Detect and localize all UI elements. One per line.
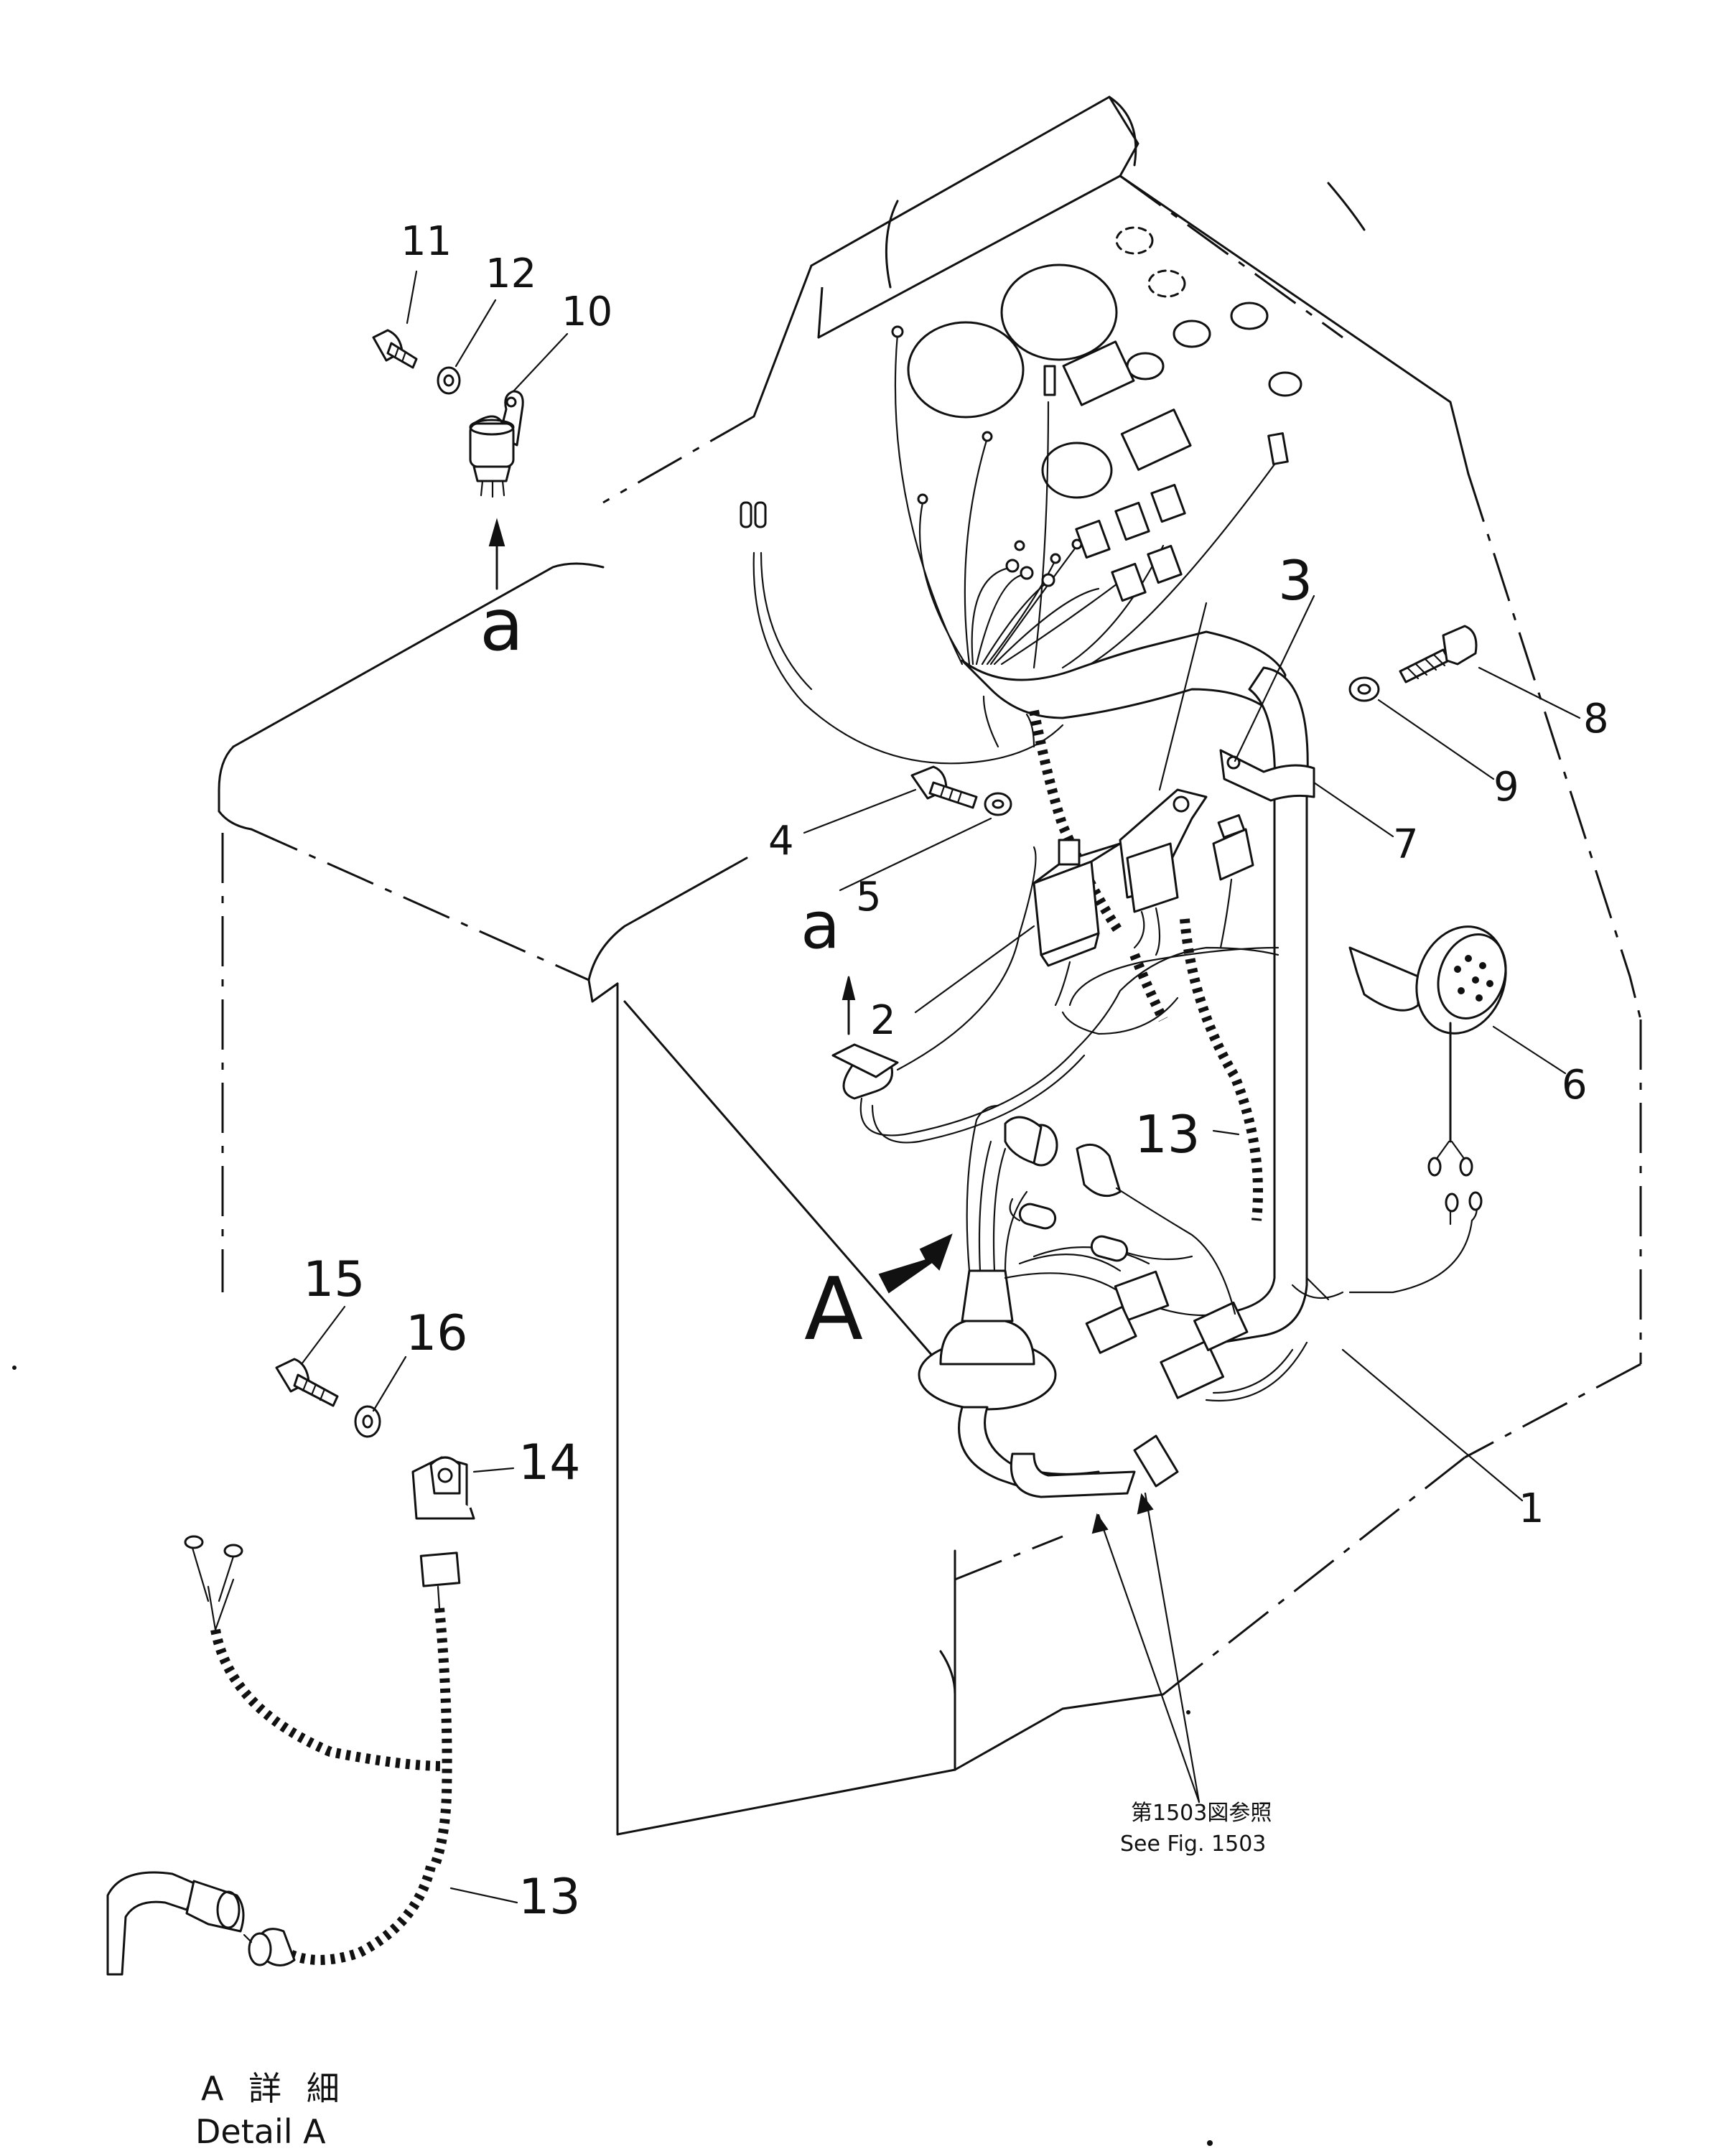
washer-16 xyxy=(354,1405,381,1438)
bolt-15 xyxy=(275,1358,339,1407)
view-label-A: A xyxy=(804,1260,863,1360)
scan-dot xyxy=(1207,2140,1213,2146)
callout-10: 10 xyxy=(561,289,612,335)
switch-10 xyxy=(469,390,524,498)
callout-15: 15 xyxy=(303,1251,365,1308)
bolt-11 xyxy=(372,329,418,369)
callout-11: 11 xyxy=(401,218,452,265)
reference-note-jp: 第1503図参照 xyxy=(1131,1801,1272,1826)
reference-note-en: See Fig. 1503 xyxy=(1120,1831,1266,1857)
bolt-4 xyxy=(910,765,978,809)
callout-13-detail: 13 xyxy=(518,1869,581,1926)
callout-5: 5 xyxy=(856,874,882,920)
detail-harness-13 xyxy=(106,1535,461,1976)
scan-dot xyxy=(1186,1710,1190,1714)
leader-lines xyxy=(300,270,1581,1904)
callout-3: 3 xyxy=(1278,549,1313,612)
callout-4: 4 xyxy=(768,818,794,864)
callout-2: 2 xyxy=(870,997,896,1044)
callout-16: 16 xyxy=(406,1305,468,1362)
washer-5 xyxy=(984,792,1012,816)
callout-7: 7 xyxy=(1393,821,1419,868)
callout-12: 12 xyxy=(485,251,536,297)
gauge-wire-left xyxy=(740,501,1064,765)
view-label-a-top: a xyxy=(480,583,523,667)
instrument-panel xyxy=(885,182,1366,499)
relay-cluster xyxy=(1033,788,1279,1035)
callout-9: 9 xyxy=(1493,764,1519,811)
console-housing xyxy=(218,95,1642,1836)
main-harness xyxy=(918,666,1344,1498)
horn-6 xyxy=(1348,925,1507,1294)
wire-lower-left xyxy=(831,846,1279,1144)
detail-caption-en: Detail A xyxy=(195,2112,326,2151)
callout-8: 8 xyxy=(1583,696,1609,742)
gauge-harness xyxy=(891,325,1289,936)
callout-14: 14 xyxy=(518,1434,581,1491)
bolt-8 xyxy=(1399,625,1478,683)
arrow-A xyxy=(878,1233,953,1294)
washer-9 xyxy=(1348,676,1380,702)
callout-1: 1 xyxy=(1519,1485,1544,1532)
callout-labels: 11 12 10 a 3 8 9 7 4 5 a 2 6 13 A 1 15 1… xyxy=(303,218,1609,1926)
callout-6: 6 xyxy=(1562,1062,1588,1109)
view-label-a-mid: a xyxy=(801,888,840,963)
washer-12 xyxy=(437,366,461,395)
callout-13-main: 13 xyxy=(1134,1104,1201,1165)
detail-caption-jp: A 詳 細 xyxy=(201,2069,347,2108)
bracket-14 xyxy=(411,1456,475,1520)
scan-dot xyxy=(12,1366,17,1370)
